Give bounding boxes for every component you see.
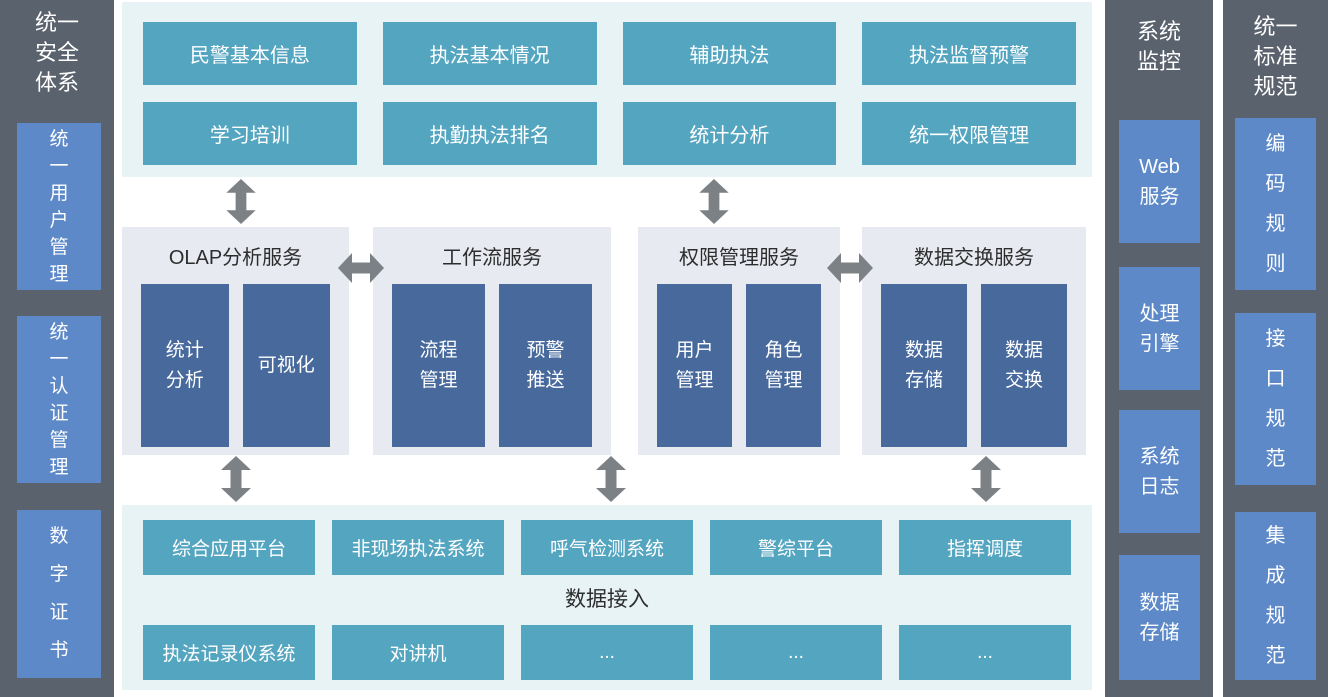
module-permission-mgmt: 统一权限管理 — [862, 102, 1076, 165]
access-ellipsis: ... — [710, 625, 882, 680]
panel-title: 权限管理服务 — [679, 247, 799, 269]
service-box-role-mgmt: 角色 管理 — [746, 284, 821, 447]
double-arrow-vertical-icon — [596, 456, 626, 502]
service-panel-olap: OLAP分析服务 统计 分析 可视化 — [122, 227, 349, 455]
service-box-user-mgmt: 用户 管理 — [657, 284, 732, 447]
service-box-visualization: 可视化 — [242, 284, 330, 447]
security-item-digital-cert: 数 字 证 书 — [17, 510, 101, 678]
panel-title: 工作流服务 — [442, 247, 542, 269]
standards-item-coding-rules: 编 码 规 则 — [1235, 118, 1316, 290]
access-body-camera-system: 执法记录仪系统 — [143, 625, 315, 680]
service-panel-permission: 权限管理服务 用户 管理 角色 管理 — [638, 227, 840, 455]
double-arrow-vertical-icon — [226, 179, 256, 224]
access-ellipsis: ... — [899, 625, 1071, 680]
service-box-process-mgmt: 流程 管理 — [392, 284, 485, 447]
monitoring-title: 系统 监控 — [1136, 19, 1181, 74]
security-item-user-mgmt: 统 一 用 户 管 理 — [17, 123, 101, 290]
standards-title: 统一 标准 规范 — [1253, 14, 1298, 99]
service-box-data-storage: 数据 存储 — [881, 284, 967, 447]
service-box-warning-push: 预警 推送 — [499, 284, 592, 447]
standards-item-interface-spec: 接 口 规 范 — [1235, 313, 1316, 485]
double-arrow-vertical-icon — [699, 179, 729, 224]
monitor-item-data-storage: 数据 存储 — [1119, 555, 1200, 680]
main-area: 民警基本信息 执法基本情况 辅助执法 执法监督预警 学习培训 执勤执法排名 统计… — [122, 0, 1092, 697]
access-integrated-platform: 综合应用平台 — [143, 520, 315, 575]
double-arrow-horizontal-icon — [827, 253, 873, 283]
panel-title: OLAP分析服务 — [168, 247, 303, 269]
security-item-auth-mgmt: 统 一 认 证 管 理 — [17, 316, 101, 483]
left-sidebar-security: 统一 安全 体系 统 一 用 户 管 理 统 一 认 证 管 理 数 字 证 书 — [0, 0, 114, 697]
module-enforcement-basic: 执法基本情况 — [382, 22, 597, 85]
standards-item-integration-spec: 集 成 规 范 — [1235, 512, 1316, 680]
monitor-item-system-log: 系统 日志 — [1119, 410, 1200, 533]
access-walkie-talkie: 对讲机 — [332, 625, 504, 680]
monitor-item-web-service: Web 服务 — [1119, 120, 1200, 243]
security-title: 统一 安全 体系 — [34, 10, 79, 95]
access-police-platform: 警综平台 — [710, 520, 882, 575]
data-access-label: 数据接入 — [565, 588, 649, 611]
service-box-data-exchange: 数据 交换 — [981, 284, 1067, 447]
access-command-dispatch: 指挥调度 — [899, 520, 1071, 575]
data-access-section: 综合应用平台 非现场执法系统 呼气检测系统 警综平台 指挥调度 数据接入 执法记… — [122, 505, 1092, 690]
access-breath-test-system: 呼气检测系统 — [521, 520, 693, 575]
module-statistics-analysis: 统计分析 — [622, 102, 837, 165]
module-police-basic-info: 民警基本信息 — [143, 22, 357, 85]
service-panel-workflow: 工作流服务 流程 管理 预警 推送 — [373, 227, 611, 455]
access-row-platforms: 综合应用平台 非现场执法系统 呼气检测系统 警综平台 指挥调度 — [143, 520, 1071, 575]
panel-title: 数据交换服务 — [914, 247, 1034, 269]
right-sidebar-monitoring: 系统 监控 Web 服务 处理 引擎 系统 日志 数据 存储 — [1105, 0, 1213, 697]
access-ellipsis: ... — [521, 625, 693, 680]
module-assist-enforcement: 辅助执法 — [622, 22, 837, 85]
application-modules-section: 民警基本信息 执法基本情况 辅助执法 执法监督预警 学习培训 执勤执法排名 统计… — [122, 2, 1092, 177]
module-duty-ranking: 执勤执法排名 — [382, 102, 597, 165]
service-box-stat-analysis: 统计 分析 — [141, 284, 229, 447]
module-supervision-warning: 执法监督预警 — [862, 22, 1076, 85]
module-learning-training: 学习培训 — [143, 102, 357, 165]
service-panel-data-exchange: 数据交换服务 数据 存储 数据 交换 — [862, 227, 1086, 455]
double-arrow-horizontal-icon — [338, 253, 384, 283]
monitor-item-processing-engine: 处理 引擎 — [1119, 267, 1200, 390]
access-offsite-enforcement: 非现场执法系统 — [332, 520, 504, 575]
double-arrow-vertical-icon — [221, 456, 251, 502]
double-arrow-vertical-icon — [971, 456, 1001, 502]
right-sidebar-standards: 统一 标准 规范 编 码 规 则 接 口 规 范 集 成 规 范 — [1223, 0, 1328, 697]
access-row-devices: 执法记录仪系统 对讲机 ... ... ... — [143, 625, 1071, 680]
